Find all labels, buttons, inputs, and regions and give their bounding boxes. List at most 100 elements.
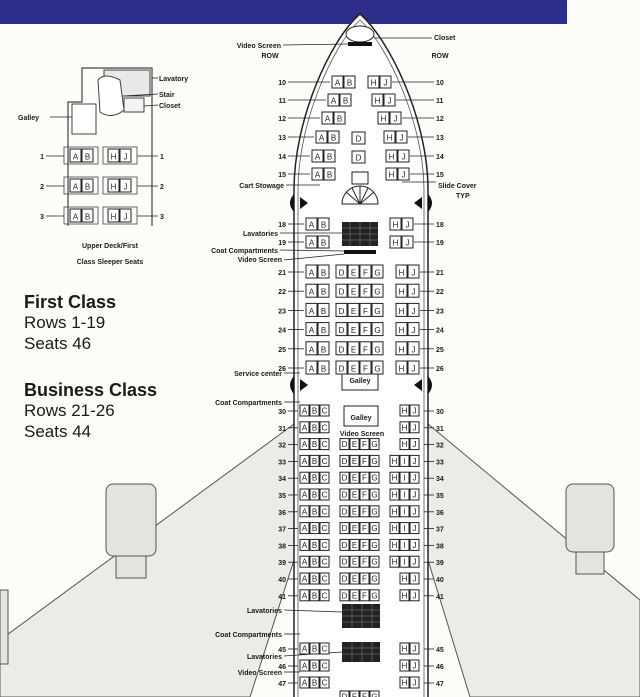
seat-2B[interactable] [81, 178, 94, 193]
seat-3J[interactable] [119, 208, 132, 223]
seat-40H[interactable] [399, 572, 410, 585]
seat-32B[interactable] [309, 438, 320, 451]
seat-22H[interactable] [395, 283, 408, 298]
seat-18J[interactable] [401, 217, 414, 231]
seat-33E[interactable] [349, 454, 360, 467]
seat-23D[interactable] [335, 302, 348, 317]
seat-25G[interactable] [371, 341, 384, 356]
seat-12J[interactable] [389, 111, 402, 125]
seat-36I[interactable] [399, 505, 410, 518]
seat-11H[interactable] [371, 93, 384, 107]
seat-22A[interactable] [305, 283, 318, 298]
seat-40J[interactable] [409, 572, 420, 585]
seat-39D[interactable] [339, 555, 350, 568]
seat-25E[interactable] [347, 341, 360, 356]
seat-21D[interactable] [335, 264, 348, 279]
seat-13B[interactable] [327, 130, 340, 144]
seat-19B[interactable] [317, 235, 330, 249]
seat-13J[interactable] [395, 130, 408, 144]
seat-14J[interactable] [397, 149, 410, 163]
seat-33D[interactable] [339, 454, 350, 467]
seat-10A[interactable] [331, 75, 344, 89]
seat-23J[interactable] [407, 302, 420, 317]
seat-30B[interactable] [309, 404, 320, 417]
seat-23A[interactable] [305, 302, 318, 317]
seat-2H[interactable] [107, 178, 120, 193]
seat-23H[interactable] [395, 302, 408, 317]
seat-37A[interactable] [299, 522, 310, 535]
seat-39B[interactable] [309, 555, 320, 568]
seat-34H[interactable] [389, 471, 400, 484]
seat-40D[interactable] [339, 572, 350, 585]
seat-23F[interactable] [359, 302, 372, 317]
seat-18B[interactable] [317, 217, 330, 231]
seat-19J[interactable] [401, 235, 414, 249]
seat-37G[interactable] [369, 522, 380, 535]
seat-38C[interactable] [319, 538, 330, 551]
seat-45A[interactable] [299, 642, 310, 655]
seat-41H[interactable] [399, 589, 410, 602]
seat-22F[interactable] [359, 283, 372, 298]
seat-39H[interactable] [389, 555, 400, 568]
seat-46J[interactable] [409, 659, 420, 672]
seat-41G[interactable] [369, 589, 380, 602]
seat-36B[interactable] [309, 505, 320, 518]
seat-35A[interactable] [299, 488, 310, 501]
seat-11B[interactable] [339, 93, 352, 107]
seat-26G[interactable] [371, 360, 384, 375]
seat-37D[interactable] [339, 522, 350, 535]
seat-24A[interactable] [305, 322, 318, 337]
seat-22D[interactable] [335, 283, 348, 298]
seat-47B[interactable] [309, 676, 320, 689]
seat-39F[interactable] [359, 555, 370, 568]
seat-30J[interactable] [409, 404, 420, 417]
seat-36E[interactable] [349, 505, 360, 518]
seat-34J[interactable] [409, 471, 420, 484]
seat-34E[interactable] [349, 471, 360, 484]
seat-45J[interactable] [409, 642, 420, 655]
seat-37E[interactable] [349, 522, 360, 535]
seat-47H[interactable] [399, 676, 410, 689]
seat-21H[interactable] [395, 264, 408, 279]
seat-46A[interactable] [299, 659, 310, 672]
seat-36G[interactable] [369, 505, 380, 518]
seat-21J[interactable] [407, 264, 420, 279]
seat-10H[interactable] [367, 75, 380, 89]
seat-37C[interactable] [319, 522, 330, 535]
seat-26E[interactable] [347, 360, 360, 375]
seat-33I[interactable] [399, 454, 410, 467]
seat-24F[interactable] [359, 322, 372, 337]
seat-26J[interactable] [407, 360, 420, 375]
seat-3B[interactable] [81, 208, 94, 223]
seat-38H[interactable] [389, 538, 400, 551]
seat-19A[interactable] [305, 235, 318, 249]
seat-21F[interactable] [359, 264, 372, 279]
seat-47A[interactable] [299, 676, 310, 689]
seat-14A[interactable] [311, 149, 324, 163]
seat-13A[interactable] [315, 130, 328, 144]
seat-41D[interactable] [339, 589, 350, 602]
seat-35H[interactable] [389, 488, 400, 501]
seat-31H[interactable] [399, 421, 410, 434]
seat-37J[interactable] [409, 522, 420, 535]
seat-30H[interactable] [399, 404, 410, 417]
seat-36D[interactable] [339, 505, 350, 518]
seat-39I[interactable] [399, 555, 410, 568]
seat-40A[interactable] [299, 572, 310, 585]
seat-1A[interactable] [69, 148, 82, 163]
seat-10J[interactable] [379, 75, 392, 89]
seat-39J[interactable] [409, 555, 420, 568]
seat-24D[interactable] [335, 322, 348, 337]
seat-34B[interactable] [309, 471, 320, 484]
seat-34D[interactable] [339, 471, 350, 484]
seat-37F[interactable] [359, 522, 370, 535]
seat-34A[interactable] [299, 471, 310, 484]
seat-35B[interactable] [309, 488, 320, 501]
seat-35F[interactable] [359, 488, 370, 501]
seat-12B[interactable] [333, 111, 346, 125]
seat-34C[interactable] [319, 471, 330, 484]
seat-36H[interactable] [389, 505, 400, 518]
seat-46C[interactable] [319, 659, 330, 672]
seat-38J[interactable] [409, 538, 420, 551]
seat-36J[interactable] [409, 505, 420, 518]
